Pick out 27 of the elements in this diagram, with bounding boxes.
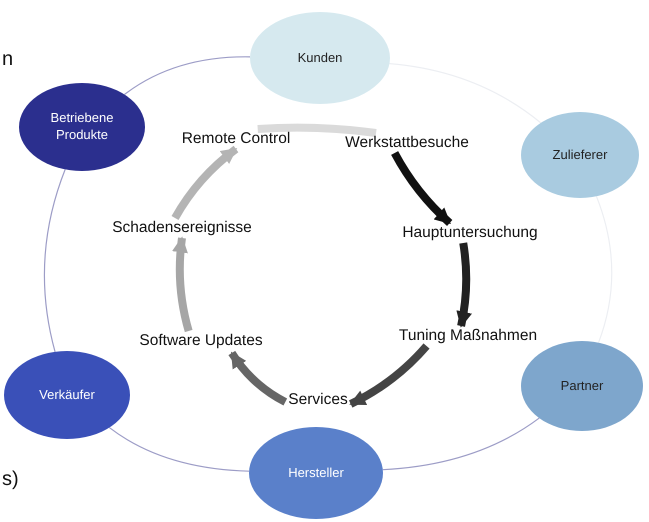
step-label: Werkstattbesuche	[345, 133, 469, 153]
step-label: Hauptuntersuchung	[402, 223, 538, 243]
connector-line	[596, 196, 612, 343]
node-label: Hersteller	[288, 464, 344, 482]
node-label: Zulieferer	[552, 146, 608, 164]
cut-off-text: n	[2, 48, 14, 71]
step-label: Remote Control	[182, 129, 290, 149]
step-label: Schadensereignisse	[112, 218, 252, 238]
flow-arrow	[172, 236, 193, 332]
flow-arrow	[228, 350, 288, 406]
connector-line	[389, 63, 542, 124]
step-label: Tuning Maßnahmen	[398, 326, 538, 346]
cut-off-text: s)	[2, 468, 19, 491]
flow-arrow	[348, 343, 430, 408]
step-label: Software Updates	[139, 331, 263, 351]
node-label: Verkäufer	[39, 386, 95, 404]
connector-line	[124, 56, 250, 95]
node-label: Betriebene Produkte	[50, 110, 114, 144]
flow-arrow	[172, 146, 238, 220]
connector-line	[109, 427, 250, 472]
connector-line	[44, 169, 66, 352]
node-label: Kunden	[298, 50, 342, 66]
connector-line	[382, 418, 540, 470]
step-label: Services	[288, 390, 348, 410]
flow-arrow	[391, 151, 452, 226]
flow-arrow	[456, 242, 472, 328]
node-label: Partner	[560, 378, 604, 394]
